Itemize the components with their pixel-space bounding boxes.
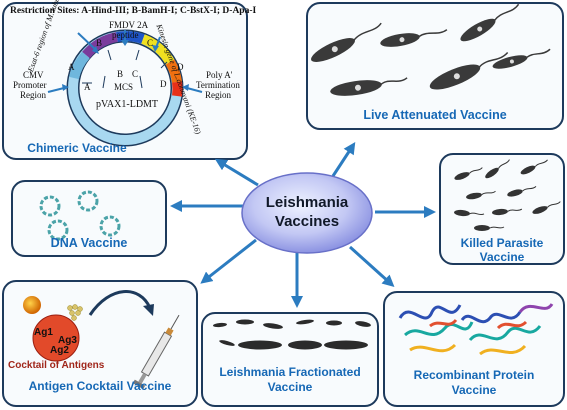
fractionated-panel: [201, 312, 379, 407]
polya-label-line2: Termination: [196, 80, 240, 90]
antigen-cocktail-illustration: [23, 290, 180, 390]
site-a-label: A: [68, 62, 75, 72]
live-attenuated-panel: [306, 2, 564, 130]
cocktail-label: Cocktail of Antigens: [8, 360, 105, 371]
fractionated-caption-line2: Vaccine: [267, 380, 313, 394]
dna-caption: DNA Vaccine: [50, 236, 128, 250]
dna-vaccine-panel: [11, 180, 167, 257]
mcs-label: MCS: [114, 82, 134, 92]
segment-esat: [82, 32, 119, 59]
recombinant-caption-line1: Recombinant Protein: [413, 368, 535, 382]
live-attenuated-caption: Live Attenuated Vaccine: [363, 108, 507, 122]
restriction-sites-title: Restriction Sites: A-Hind-III; B-BamH-I;…: [10, 6, 257, 16]
arrow-to-chimeric: [214, 158, 259, 187]
segment-cmv-a: [69, 51, 90, 80]
site-b-label: B: [96, 38, 103, 48]
cmv-label-line3: Region: [20, 90, 46, 100]
segment-polya: [165, 59, 182, 83]
killed-parasite-illustration: [454, 159, 561, 231]
live-parasite-illustration: [311, 3, 551, 96]
ag2-label: Ag2: [50, 345, 69, 356]
polya-label-line3: Region: [205, 90, 231, 100]
site-d-label: D: [177, 62, 184, 72]
fractionated-caption-line1: Leishmania Fractionated: [219, 365, 361, 379]
segment-kmp: [141, 34, 175, 65]
antigen-cocktail-caption: Antigen Cocktail Vaccine: [28, 379, 172, 393]
killed-caption-line1: Killed Parasite: [460, 236, 544, 250]
recombinant-protein-illustration: [398, 303, 554, 356]
polya-label-line1: Poly A': [206, 70, 233, 80]
dna-plasmid-illustration: [39, 190, 121, 241]
cmv-label-line1: CMV: [23, 70, 44, 80]
arrow-to-antigen: [200, 238, 257, 284]
killed-caption-line2: Vaccine: [479, 250, 525, 264]
inner-d-label: D: [160, 79, 167, 89]
cmv-label-line2: Promoter: [13, 80, 47, 90]
ag3-label: Ag3: [58, 335, 77, 346]
inner-c-label: C: [132, 69, 139, 79]
ag1-label: Ag1: [34, 327, 53, 338]
inner-a-label: A: [84, 82, 91, 92]
fmdv-label-line2: peptide: [112, 30, 139, 40]
arrow-to-recombinant: [348, 245, 395, 288]
site-c-label: C: [147, 38, 154, 48]
plasmid-name: pVAX1-LDMT: [96, 99, 159, 110]
chimeric-caption: Chimeric Vaccine: [27, 141, 127, 155]
center-title-line2: Vaccines: [274, 213, 340, 230]
fractionated-illustration: [213, 319, 371, 350]
segment-fmdv: [116, 31, 145, 44]
fmdv-label-line1: FMDV 2A: [109, 20, 149, 30]
recombinant-caption-line2: Vaccine: [451, 383, 497, 397]
arrow-to-live: [331, 141, 356, 177]
inner-b-label: B: [117, 69, 124, 79]
center-title-line1: Leishmania: [265, 194, 349, 211]
